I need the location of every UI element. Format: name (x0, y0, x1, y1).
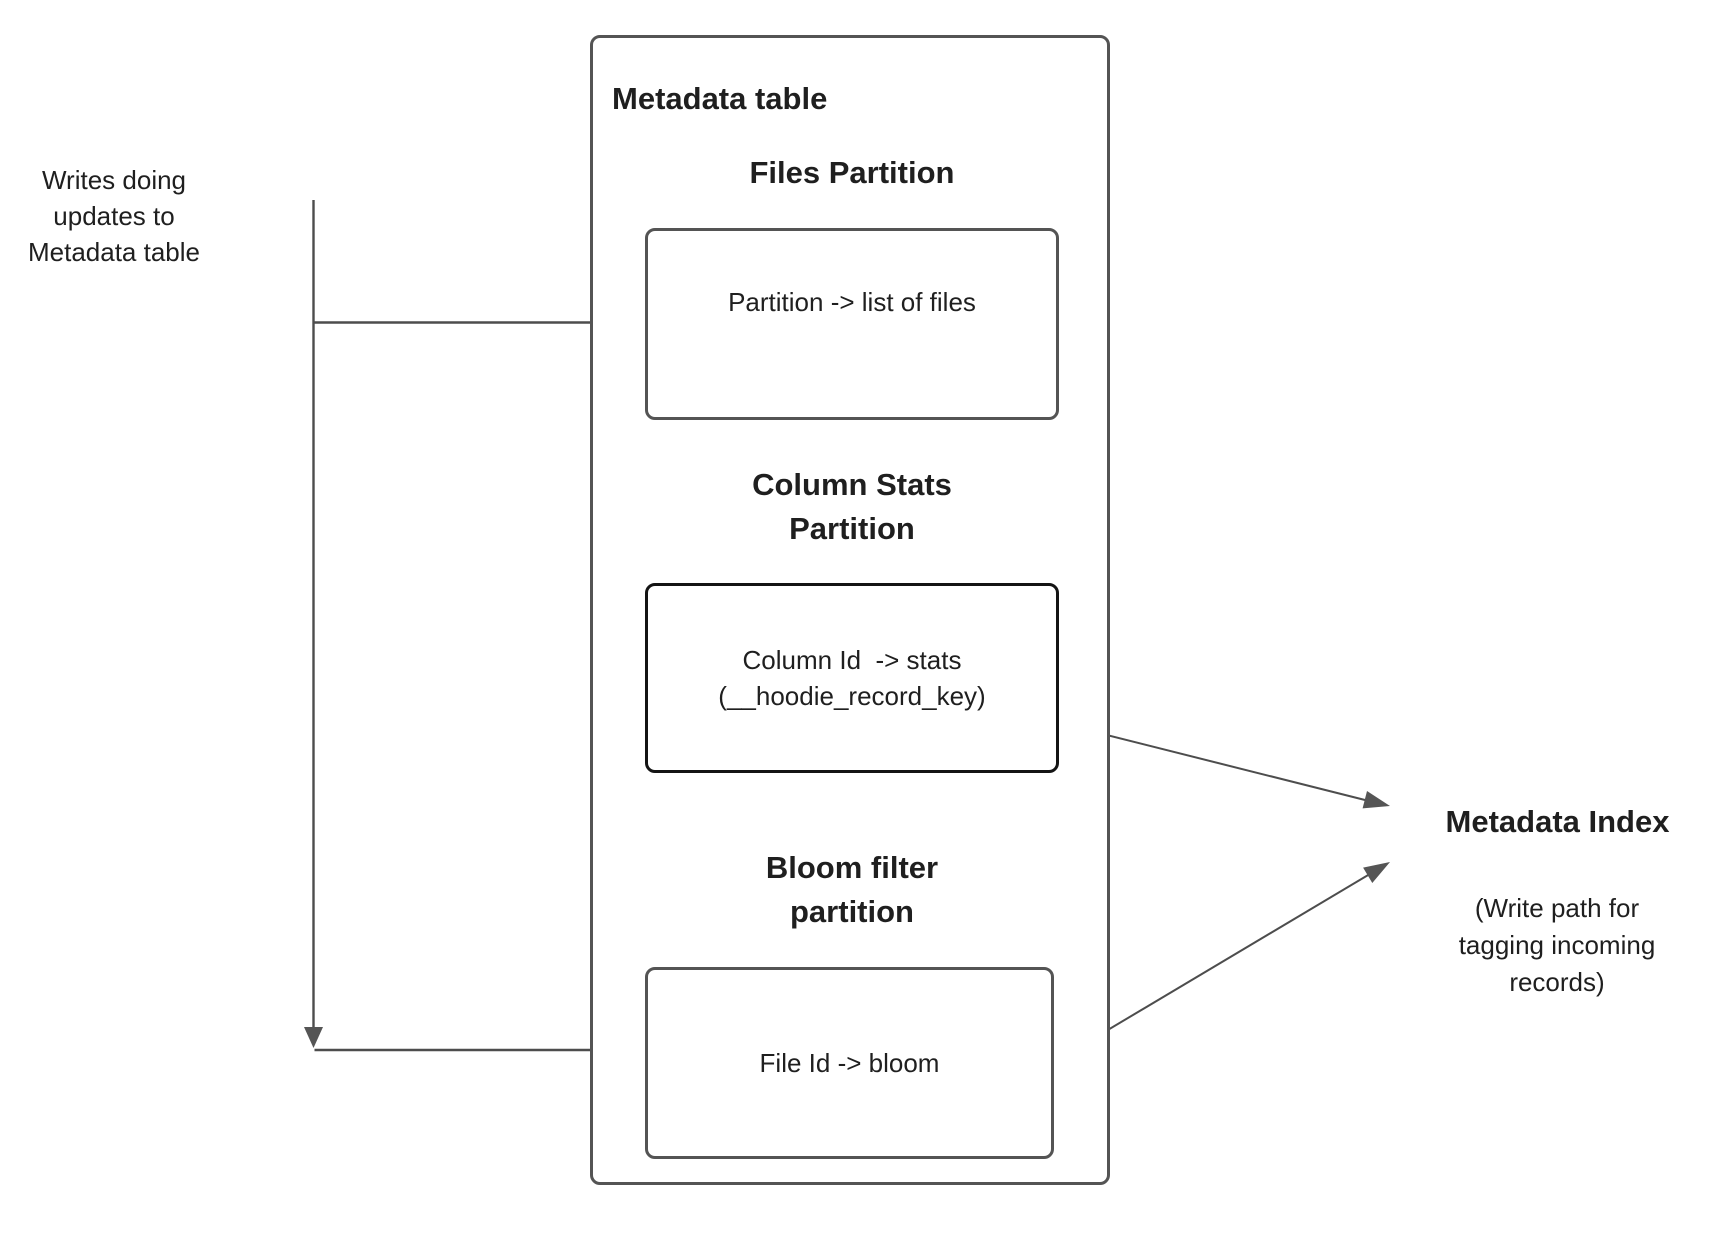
bloom-partition-body: File Id -> bloom (759, 1048, 940, 1078)
bloom-to-index-arrowhead (1363, 862, 1390, 883)
files-partition-box: Partition -> list of files (645, 228, 1059, 420)
files-partition-body: Partition -> list of files (728, 286, 976, 317)
files-partition-heading: Files Partition (749, 155, 955, 190)
column-stats-body-line2: (__hoodie_record_key) (718, 681, 986, 711)
metadata-table-title: Metadata table (612, 81, 828, 116)
column-stats-partition-box: Column Id -> stats (__hoodie_record_key) (645, 583, 1059, 773)
metadata-index-subtitle: (Write path for tagging incoming records… (1458, 893, 1656, 997)
column-stats-partition-heading: Column Stats Partition (752, 467, 952, 546)
bloom-filter-partition-heading: Bloom filter partition (765, 850, 939, 929)
bloom-filter-partition-box: File Id -> bloom (645, 967, 1054, 1159)
metadata-index-title: Metadata Index (1445, 804, 1670, 839)
column-stats-body-line1: Column Id -> stats (742, 645, 962, 675)
writes-down-arrowhead (304, 1027, 323, 1048)
writes-note: Writes doing updates to Metadata table (27, 165, 200, 267)
column-stats-to-index-arrowhead (1362, 791, 1390, 809)
